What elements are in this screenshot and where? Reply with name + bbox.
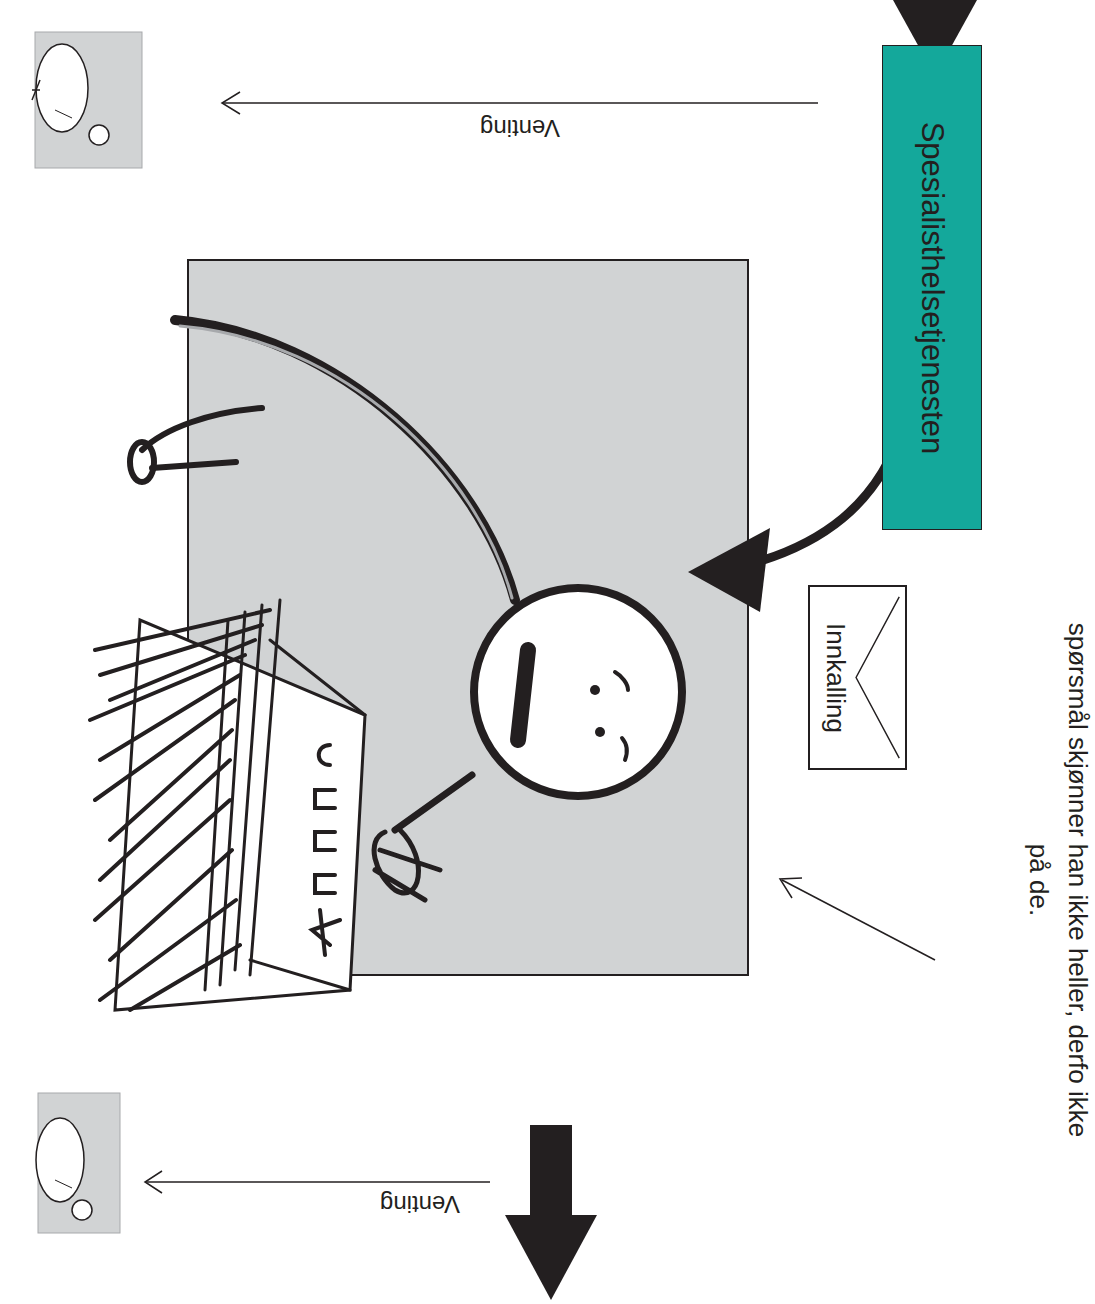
envelope-box: Innkalling	[808, 585, 907, 770]
figure-brow	[615, 672, 628, 690]
figure-head	[474, 588, 682, 796]
paper-lines	[90, 610, 270, 1010]
arrow-line	[222, 102, 818, 104]
figure-eye	[590, 685, 600, 695]
grey-box	[35, 32, 142, 168]
waiting-box-bottom	[36, 1093, 120, 1233]
small-figure-feet	[32, 80, 40, 100]
waiting-label: Venting	[420, 110, 620, 146]
figure-brow	[622, 738, 627, 760]
down-arrow	[505, 1125, 597, 1300]
small-figure-body	[36, 44, 88, 132]
arrow-head	[780, 878, 802, 898]
arrow-shaft	[530, 1125, 572, 1217]
arrow-line	[145, 1181, 490, 1183]
note-pointer	[780, 878, 935, 960]
paper-stack	[90, 600, 365, 1010]
figure-leg	[142, 408, 262, 450]
figure-mouth	[518, 650, 528, 740]
service-box: Spesialisthelsetjenesten	[882, 45, 982, 530]
small-figure-head	[89, 125, 109, 145]
figure-foot	[130, 442, 154, 482]
waiting-arrow-top	[222, 92, 818, 114]
curved-arrow	[688, 420, 905, 612]
arrow-head	[145, 1171, 162, 1193]
paper-marks	[312, 745, 340, 955]
figure-leg	[152, 462, 236, 468]
arrow-head	[222, 92, 240, 114]
small-figure-arm	[55, 1180, 72, 1188]
envelope-flap-line	[856, 597, 899, 758]
small-figure-arm	[55, 110, 72, 118]
paper-lines	[205, 600, 280, 990]
stick-figure	[130, 320, 682, 900]
note-text: spørsmål skjønner han ikke heller, derfo…	[1019, 615, 1095, 1145]
waiting-arrow-bottom	[145, 1171, 490, 1193]
paper-edge	[250, 640, 365, 990]
leader-line	[782, 880, 935, 960]
figure-hand	[374, 830, 440, 900]
figure-eye	[595, 727, 605, 737]
figure-arm	[395, 775, 472, 830]
box-text: Innkalling	[820, 623, 851, 733]
arrow-head	[688, 528, 770, 612]
small-figure-body	[36, 1118, 84, 1202]
waiting-box-top	[32, 32, 142, 168]
small-figure-head	[72, 1200, 92, 1220]
box-text: Spesialisthelsetjenesten	[914, 121, 950, 454]
waiting-label: Venting	[320, 1186, 520, 1222]
arrow-head	[505, 1215, 597, 1300]
